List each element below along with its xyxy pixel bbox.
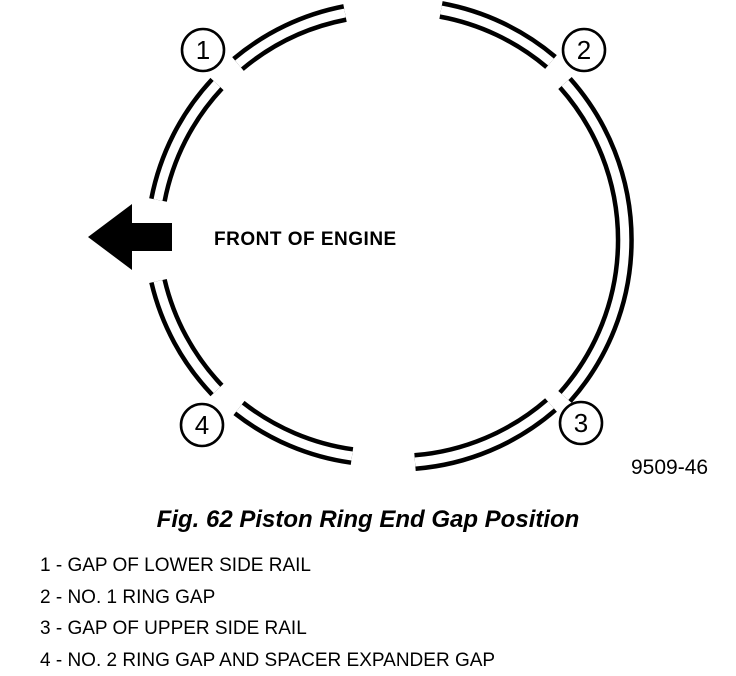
legend-item-1: 1 - GAP OF LOWER SIDE RAIL <box>40 550 495 582</box>
figure-caption: Fig. 62 Piston Ring End Gap Position <box>0 506 736 534</box>
callout-4: 4 <box>181 404 223 446</box>
legend-list: 1 - GAP OF LOWER SIDE RAIL 2 - NO. 1 RIN… <box>40 550 495 676</box>
callout-2: 2 <box>563 29 605 71</box>
callout-3-label: 3 <box>574 408 588 438</box>
callout-1: 1 <box>182 29 224 71</box>
ring-rail-bottom-right <box>415 405 551 462</box>
callout-4-label: 4 <box>195 410 209 440</box>
ring-rail-left-upper <box>158 84 217 200</box>
callout-2-label: 2 <box>577 35 591 65</box>
front-arrow-icon <box>88 204 172 270</box>
legend-item-4: 4 - NO. 2 RING GAP AND SPACER EXPANDER G… <box>40 645 495 676</box>
callout-3: 3 <box>560 402 602 444</box>
legend-item-2: 2 - NO. 1 RING GAP <box>40 582 495 614</box>
front-of-engine-label: FRONT OF ENGINE <box>214 229 397 251</box>
figure-id: 9509-46 <box>631 456 708 480</box>
legend-item-3: 3 - GAP OF UPPER SIDE RAIL <box>40 613 495 645</box>
callout-1-label: 1 <box>196 35 210 65</box>
